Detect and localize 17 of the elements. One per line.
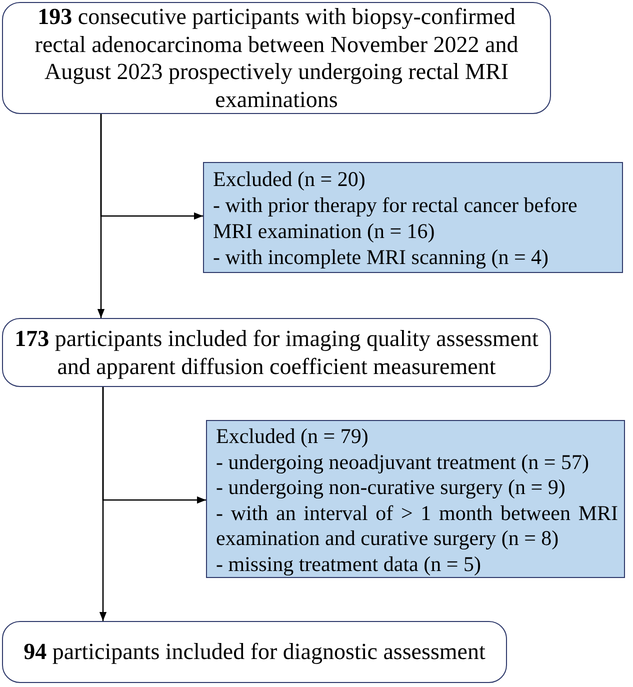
exclusion-reason: - with prior therapy for rectal cancer before MRI examination (n = 16)	[213, 192, 578, 244]
box-text: 173 participants included for imaging quality assessment and apparent diffusion coefficient measurement	[14, 325, 540, 380]
exclusion-reason: - undergoing non-curative surgery (n = 9)	[216, 475, 566, 500]
exclusion-heading: Excluded (n = 20)	[213, 166, 366, 192]
box-text: 94 participants included for diagnostic assessment	[24, 638, 486, 666]
box-text: 193 consecutive participants with biopsy-confirmed rectal adenocarcinoma between November 2022 and August 2023 prospectively undergoing rectal MRI examinations	[34, 3, 520, 113]
exclusion-heading: Excluded (n = 79)	[216, 424, 370, 450]
exclusion-box	[203, 162, 623, 273]
exclusion-reason: - with incomplete MRI scanning (n = 4)	[213, 244, 550, 270]
exclusion-reason: - with an interval of > 1 month between MRI examination and curative surgery (n = 8)	[216, 500, 618, 552]
process-box	[2, 621, 507, 683]
arrow	[97, 114, 105, 318]
exclusion-reason: - missing treatment data (n = 5)	[216, 552, 482, 577]
exclusion-box	[206, 420, 625, 578]
exclusion-reason: - undergoing neoadjuvant treatment (n = 57)	[216, 450, 590, 475]
process-box	[2, 318, 551, 387]
arrow	[99, 387, 107, 621]
